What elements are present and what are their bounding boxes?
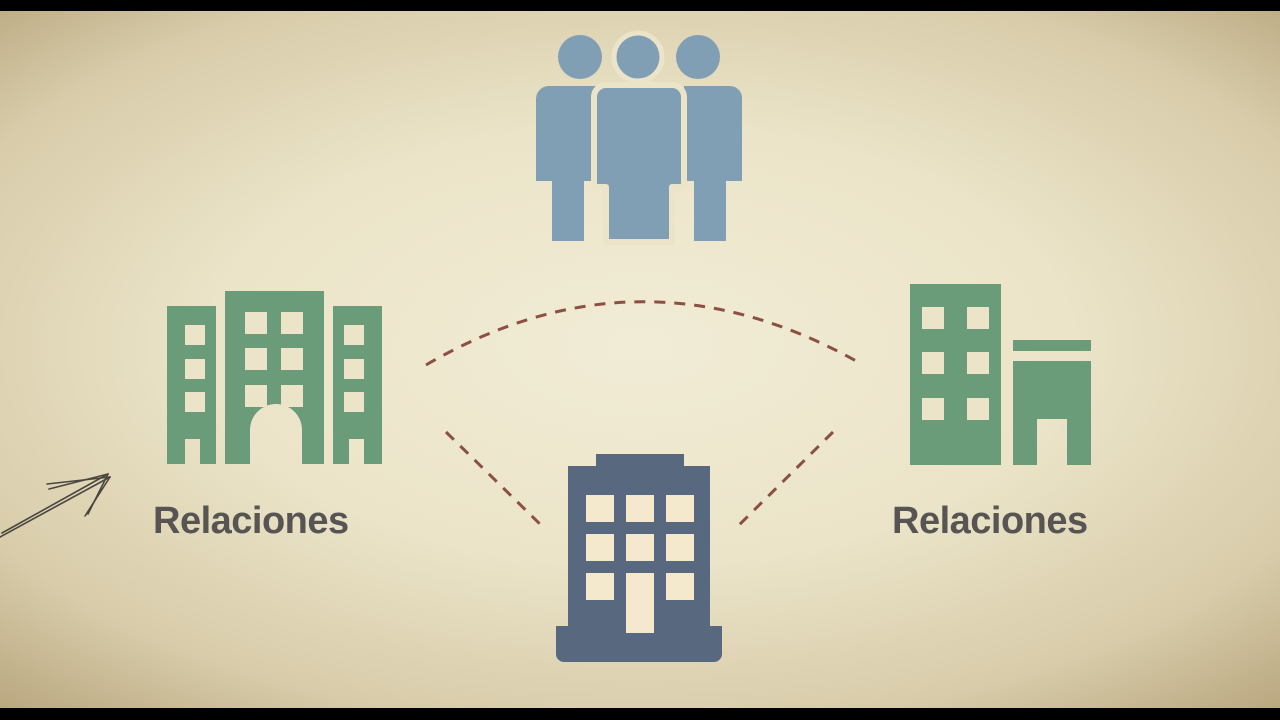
building-with-annex-icon: [910, 284, 1091, 465]
letterbox-bottom: [0, 708, 1280, 720]
dashed-arc-top: [425, 300, 859, 367]
dashed-line-right: [735, 430, 835, 529]
dashed-line-left: [444, 430, 545, 529]
people-group-icon: [535, 30, 743, 245]
office-buildings-icon: [167, 291, 382, 464]
office-tower-icon: [556, 454, 722, 662]
label-relaciones-right: Relaciones: [892, 500, 1088, 542]
arrow-icon: [0, 473, 111, 538]
label-relaciones-left: Relaciones: [153, 500, 349, 542]
connection-lines: [425, 300, 859, 529]
letterbox-top: [0, 0, 1280, 11]
